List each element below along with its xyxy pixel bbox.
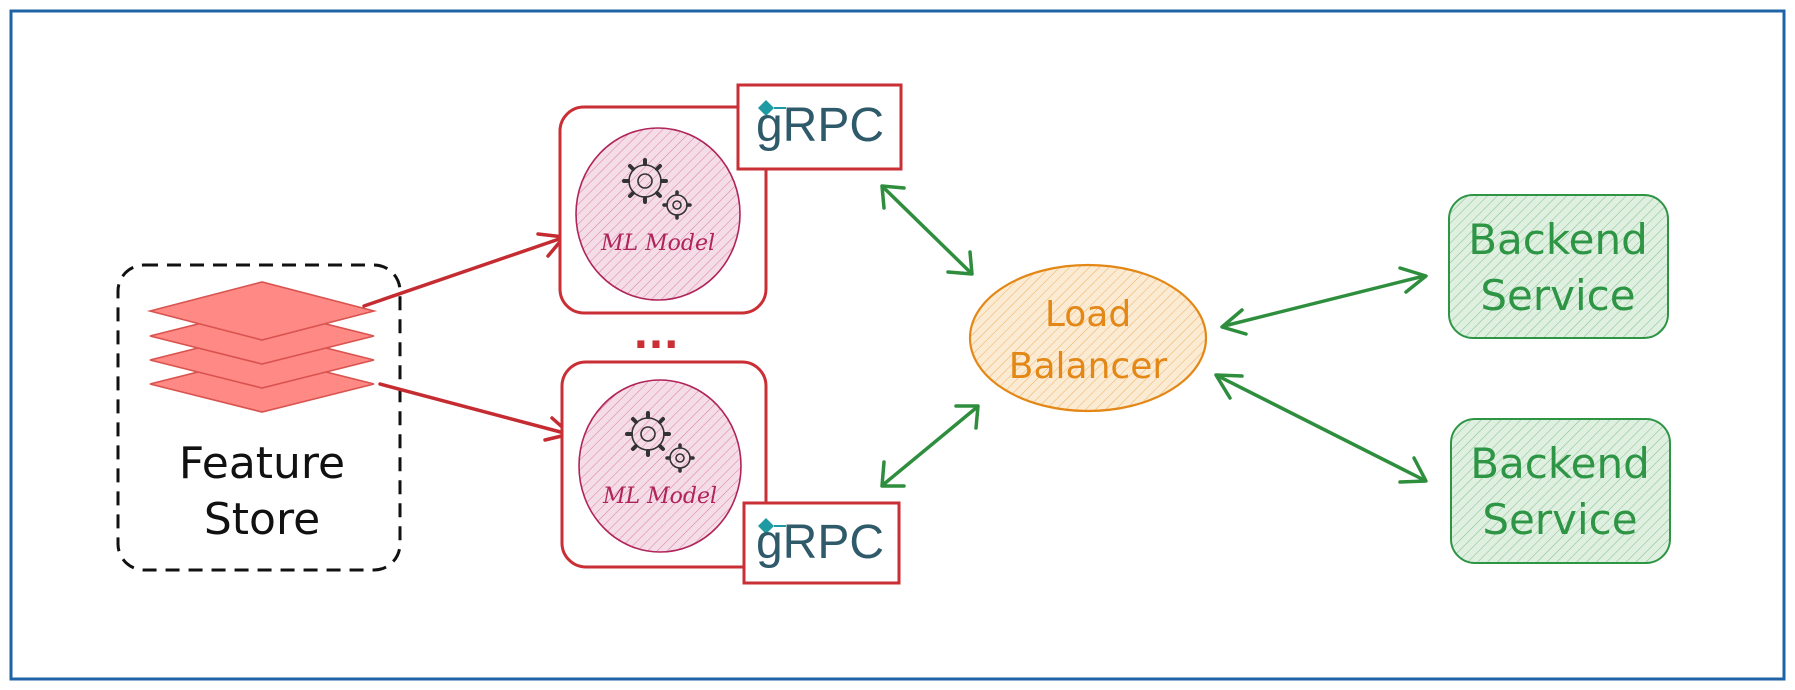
arrowhead-lb-right-bottom bbox=[1214, 373, 1244, 400]
backend-service-label-bottom-line2: Service bbox=[1482, 495, 1637, 544]
gears-icon bbox=[622, 158, 692, 220]
ml-model-circle-top bbox=[575, 127, 741, 301]
green-arrows bbox=[880, 184, 1428, 488]
ml-model-node-bottom: ML Model gRPC bbox=[560, 360, 901, 585]
feature-store-box bbox=[116, 263, 402, 572]
grpc-logo-icon bbox=[758, 518, 786, 534]
ml-model-label-top: ML Model bbox=[600, 231, 715, 256]
arrowhead-lb-from-top bbox=[946, 250, 974, 276]
backend-service-box-top bbox=[1448, 194, 1669, 339]
backend-service-label-bottom-line1: Backend bbox=[1470, 439, 1650, 488]
feature-store: Feature Store bbox=[116, 263, 402, 572]
backend-service-box-bottom bbox=[1450, 418, 1671, 564]
backend-service-top: Backend Service bbox=[1448, 194, 1669, 339]
grpc-logo-icon bbox=[758, 100, 786, 116]
ml-model-node-top: ML Model gRPC bbox=[558, 83, 903, 315]
arrowhead-backend-bottom bbox=[1398, 456, 1428, 484]
arrow-feature-to-model-top bbox=[362, 236, 564, 308]
grpc-box-top bbox=[736, 83, 903, 171]
ml-model-label-bottom: ML Model bbox=[602, 484, 717, 509]
load-balancer-label-line1: Load bbox=[1045, 294, 1131, 335]
arrow-lb-to-backend-bottom bbox=[1216, 374, 1426, 482]
arrow-grpc-bottom-to-lb bbox=[882, 406, 978, 486]
grpc-label-bottom: gRPC bbox=[756, 516, 884, 569]
backend-service-label-top-line2: Service bbox=[1480, 271, 1635, 320]
backend-service-label-top-line1: Backend bbox=[1468, 215, 1648, 264]
load-balancer: Load Balancer bbox=[968, 263, 1208, 413]
layers-icon bbox=[146, 281, 378, 413]
arrow-feature-to-model-bottom bbox=[378, 382, 570, 436]
gears-icon bbox=[625, 411, 695, 473]
arrow-grpc-top-to-lb bbox=[882, 186, 972, 274]
feature-store-label-line2: Store bbox=[204, 494, 320, 545]
arrowhead-lb-from-bottom bbox=[954, 404, 980, 430]
backend-service-bottom: Backend Service bbox=[1450, 418, 1671, 564]
arrowhead-backend-top bbox=[1398, 266, 1428, 294]
load-balancer-label-line2: Balancer bbox=[1009, 346, 1168, 387]
arrowhead-grpc-top bbox=[880, 184, 906, 210]
grpc-box-bottom bbox=[742, 501, 901, 585]
ml-model-circle-bottom bbox=[578, 379, 742, 553]
arrow-lb-to-backend-top bbox=[1222, 274, 1426, 328]
feature-store-label-line1: Feature bbox=[179, 438, 345, 489]
load-balancer-ellipse bbox=[968, 263, 1208, 413]
grpc-label-top: gRPC bbox=[756, 99, 884, 152]
arrowhead-grpc-bottom bbox=[880, 460, 906, 488]
more-models-ellipsis: ... bbox=[633, 312, 679, 358]
arrowhead-lb-right-top bbox=[1220, 308, 1248, 336]
